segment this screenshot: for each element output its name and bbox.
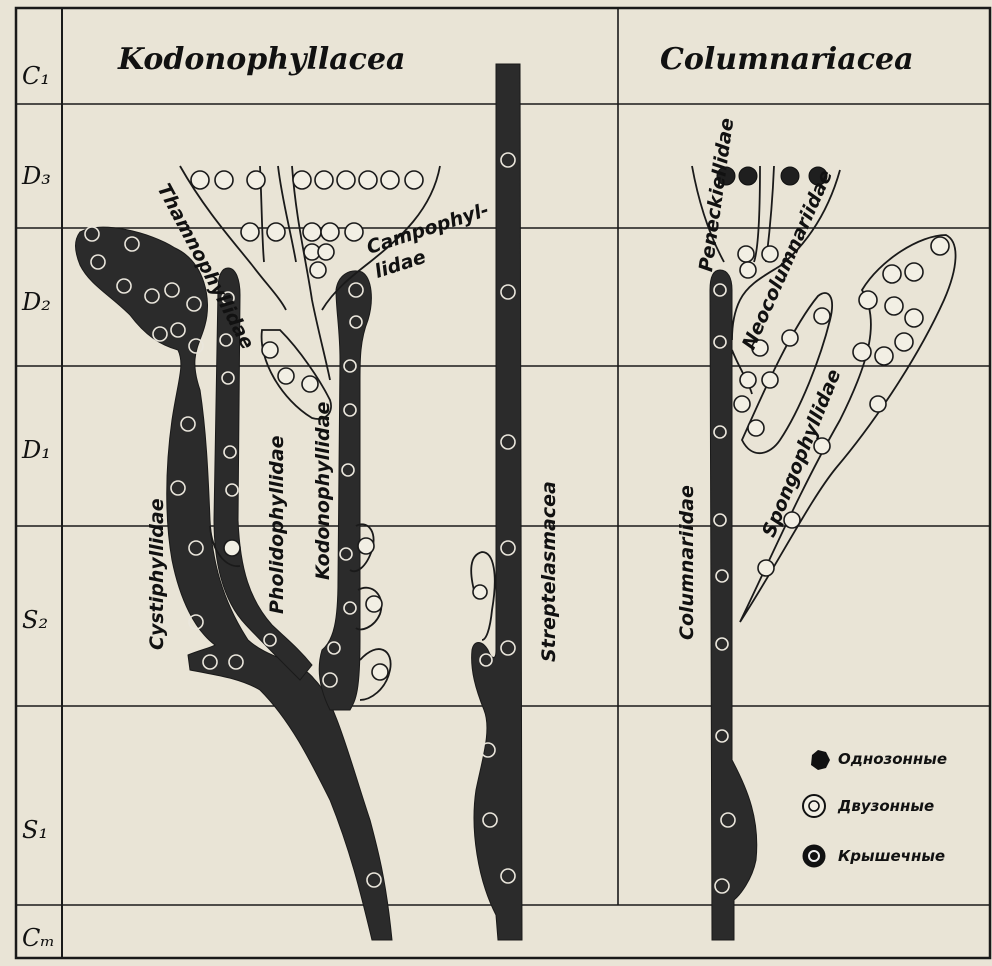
period-label-s1: S₁ <box>22 816 48 844</box>
period-label-d2: D₂ <box>22 288 51 316</box>
superfamily-title-left: Kodonophyllacea <box>118 42 405 77</box>
family-label-pholidophyllidae: Pholidophyllidae <box>266 435 288 614</box>
period-label-cm: Cₘ <box>22 924 55 952</box>
period-label-s2: S₂ <box>22 606 48 634</box>
family-label-cystiphyllidae: Cystiphyllidae <box>146 498 168 650</box>
family-label-kodonophyllidae: Kodonophyllidae <box>312 402 334 580</box>
legend-symbols <box>803 750 830 867</box>
legend-label-lid: Крышечные <box>838 847 945 865</box>
family-label-columnariidae: Columnariidae <box>676 485 698 640</box>
legend-label-single-zoned: Однозонные <box>838 750 947 768</box>
superfamily-title-right: Columnariacea <box>660 42 914 77</box>
period-label-d1: D₁ <box>22 436 51 464</box>
legend-label-double-zoned: Двузонные <box>838 797 934 815</box>
family-label-streptelasmacea: Streptelasmacea <box>538 481 560 662</box>
open-lineages <box>180 166 956 700</box>
legend-lid-symbol <box>803 845 825 867</box>
double-zoned-corallites <box>191 171 949 680</box>
streptelasmacea-column <box>472 64 522 940</box>
legend-single-zoned-symbol <box>811 750 830 770</box>
period-label-d3: D₃ <box>22 162 51 190</box>
period-label-c1: C₁ <box>22 62 50 90</box>
legend-double-zoned-symbol <box>803 795 825 817</box>
